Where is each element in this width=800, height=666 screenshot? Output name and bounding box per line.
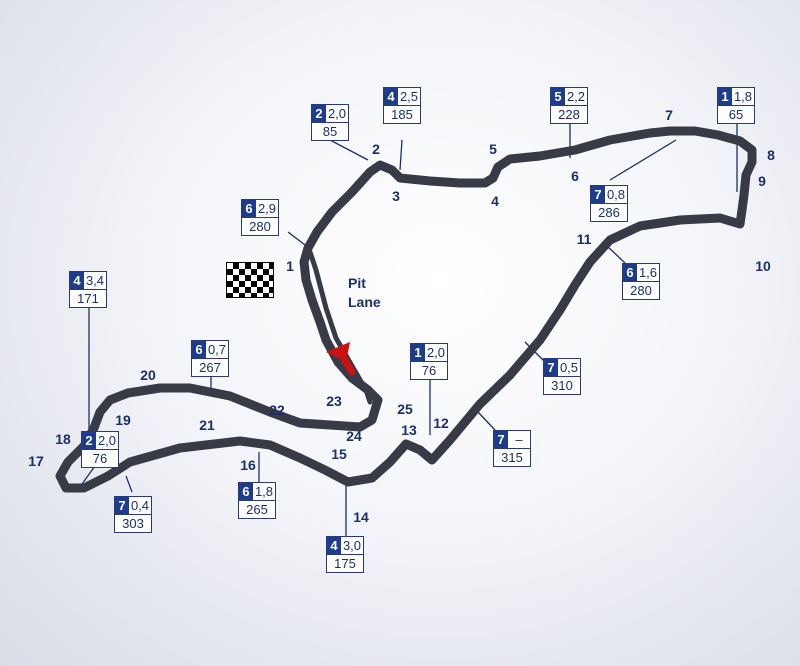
gear-value: 1	[718, 88, 732, 105]
turn-8-label: 8	[767, 147, 775, 163]
speed-value: 303	[122, 516, 144, 531]
gear-value: 6	[623, 264, 637, 281]
gear-value: 6	[192, 341, 206, 358]
gear-value: 7	[115, 497, 129, 514]
turn-18-label: 18	[55, 431, 71, 447]
race-track	[55, 126, 757, 493]
speed-value: 65	[728, 107, 744, 122]
speed-value: 280	[630, 283, 652, 298]
g-force-value: 1,6	[638, 265, 658, 280]
g-force-value: 1,8	[254, 484, 274, 499]
g-force-value: –	[515, 432, 523, 447]
turn-19-label: 19	[115, 412, 131, 428]
g-force-value: 2,0	[327, 106, 347, 121]
turn-1-label: 1	[286, 258, 294, 274]
turn-22-label: 22	[269, 402, 285, 418]
g-force-value: 2,0	[426, 345, 446, 360]
gear-value: 4	[70, 272, 84, 289]
gear-value: 7	[494, 431, 508, 448]
turn-25-label: 25	[397, 401, 413, 417]
finish-line-flag-icon	[226, 262, 274, 298]
g-force-value: 0,5	[559, 360, 579, 375]
gear-value: 4	[327, 537, 341, 554]
g-force-value: 2,5	[399, 89, 419, 104]
speed-value: 185	[391, 107, 413, 122]
turn-17-label: 17	[28, 453, 44, 469]
speed-value: 315	[501, 450, 523, 465]
speed-value: 228	[558, 107, 580, 122]
turn-20-label: 20	[140, 367, 156, 383]
speed-value: 310	[551, 378, 573, 393]
g-force-value: 3,4	[85, 273, 105, 288]
speed-value: 171	[77, 291, 99, 306]
gear-value: 2	[82, 432, 96, 449]
speed-value: 76	[421, 363, 437, 378]
turn-11-label: 11	[576, 231, 592, 247]
gear-value: 5	[551, 88, 565, 105]
turn-12-label: 12	[433, 415, 449, 431]
turn-3-label: 3	[392, 188, 400, 204]
turn-9-label: 9	[758, 173, 766, 189]
turn-10-label: 10	[755, 258, 771, 274]
turn-5-label: 5	[489, 141, 497, 157]
g-force-value: 0,4	[130, 498, 150, 513]
turn-21-label: 21	[199, 417, 215, 433]
speed-value: 76	[92, 451, 108, 466]
turn-14-label: 14	[353, 509, 369, 525]
gear-value: 7	[591, 186, 605, 203]
corner-info-box: 7– 315	[493, 430, 531, 467]
leader-lines	[81, 122, 738, 536]
turn-4-label: 4	[491, 193, 499, 209]
turn-13-label: 13	[401, 422, 417, 438]
gear-value: 7	[544, 359, 558, 376]
turn-15-label: 15	[331, 446, 347, 462]
turn-16-label: 16	[240, 457, 256, 473]
g-force-value: 0,8	[606, 187, 626, 202]
pit-entry-arrow-icon	[326, 342, 356, 376]
gear-value: 6	[242, 200, 256, 217]
turn-24-label: 24	[346, 428, 362, 444]
gear-value: 6	[239, 483, 253, 500]
g-force-value: 0,7	[207, 342, 227, 357]
speed-value: 267	[199, 360, 221, 375]
gear-value: 2	[312, 105, 326, 122]
speed-value: 286	[598, 205, 620, 220]
pit-lane-label: Pit Lane	[348, 275, 381, 310]
g-force-value: 3,0	[342, 538, 362, 553]
turn-2-label: 2	[372, 141, 380, 157]
gear-value: 1	[411, 344, 425, 361]
g-force-value: 2,2	[566, 89, 586, 104]
turn-6-label: 6	[571, 168, 579, 184]
turn-7-label: 7	[665, 107, 673, 123]
g-force-value: 1,8	[733, 89, 753, 104]
speed-value: 280	[249, 219, 271, 234]
g-force-value: 2,0	[97, 433, 117, 448]
g-force-value: 2,9	[257, 201, 277, 216]
speed-value: 85	[322, 124, 338, 139]
speed-value: 175	[334, 556, 356, 571]
turn-23-label: 23	[326, 393, 342, 409]
gear-value: 4	[384, 88, 398, 105]
speed-value: 265	[246, 502, 268, 517]
